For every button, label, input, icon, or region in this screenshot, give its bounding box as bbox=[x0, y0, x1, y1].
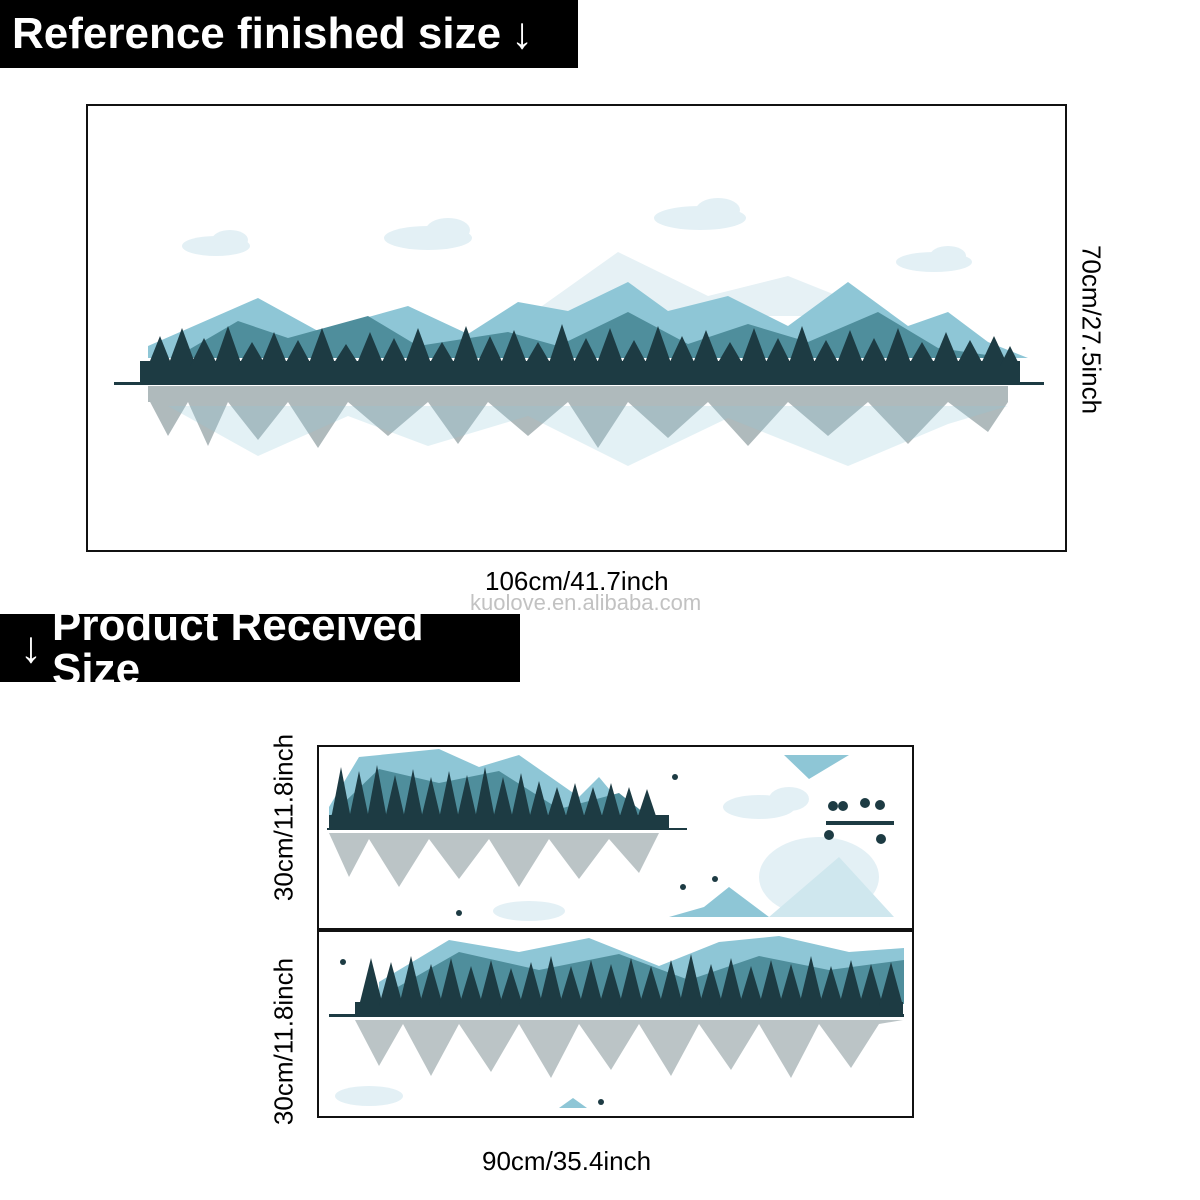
sheet-1-illustration bbox=[327, 749, 894, 921]
arrow-down-icon: ↓ bbox=[20, 623, 42, 672]
reference-size-title: Reference finished size bbox=[12, 9, 502, 58]
sheet-1-height-label: 30cm/11.8inch bbox=[268, 733, 299, 902]
product-sheet-2 bbox=[317, 930, 914, 1118]
product-size-banner: ↓ Product Received Size bbox=[0, 604, 520, 692]
product-size-title: Product Received Size bbox=[52, 601, 424, 694]
sheet-2-illustration bbox=[329, 936, 904, 1108]
watermark: kuolove.en.alibaba.com bbox=[470, 590, 702, 615]
product-sheet-1 bbox=[317, 745, 914, 930]
reference-frame bbox=[86, 104, 1067, 552]
product-width-label: 90cm/35.4inch bbox=[482, 1146, 652, 1176]
arrow-down-icon: ↓ bbox=[511, 9, 534, 58]
reference-size-banner: Reference finished size ↓ bbox=[0, 0, 578, 68]
reference-landscape-illustration bbox=[114, 198, 1044, 466]
sheet-2-height-label: 30cm/11.8inch bbox=[268, 957, 299, 1126]
reference-width-label: 106cm/41.7inch bbox=[485, 566, 669, 596]
reference-height-label: 70cm/27.5inch bbox=[1076, 244, 1107, 415]
